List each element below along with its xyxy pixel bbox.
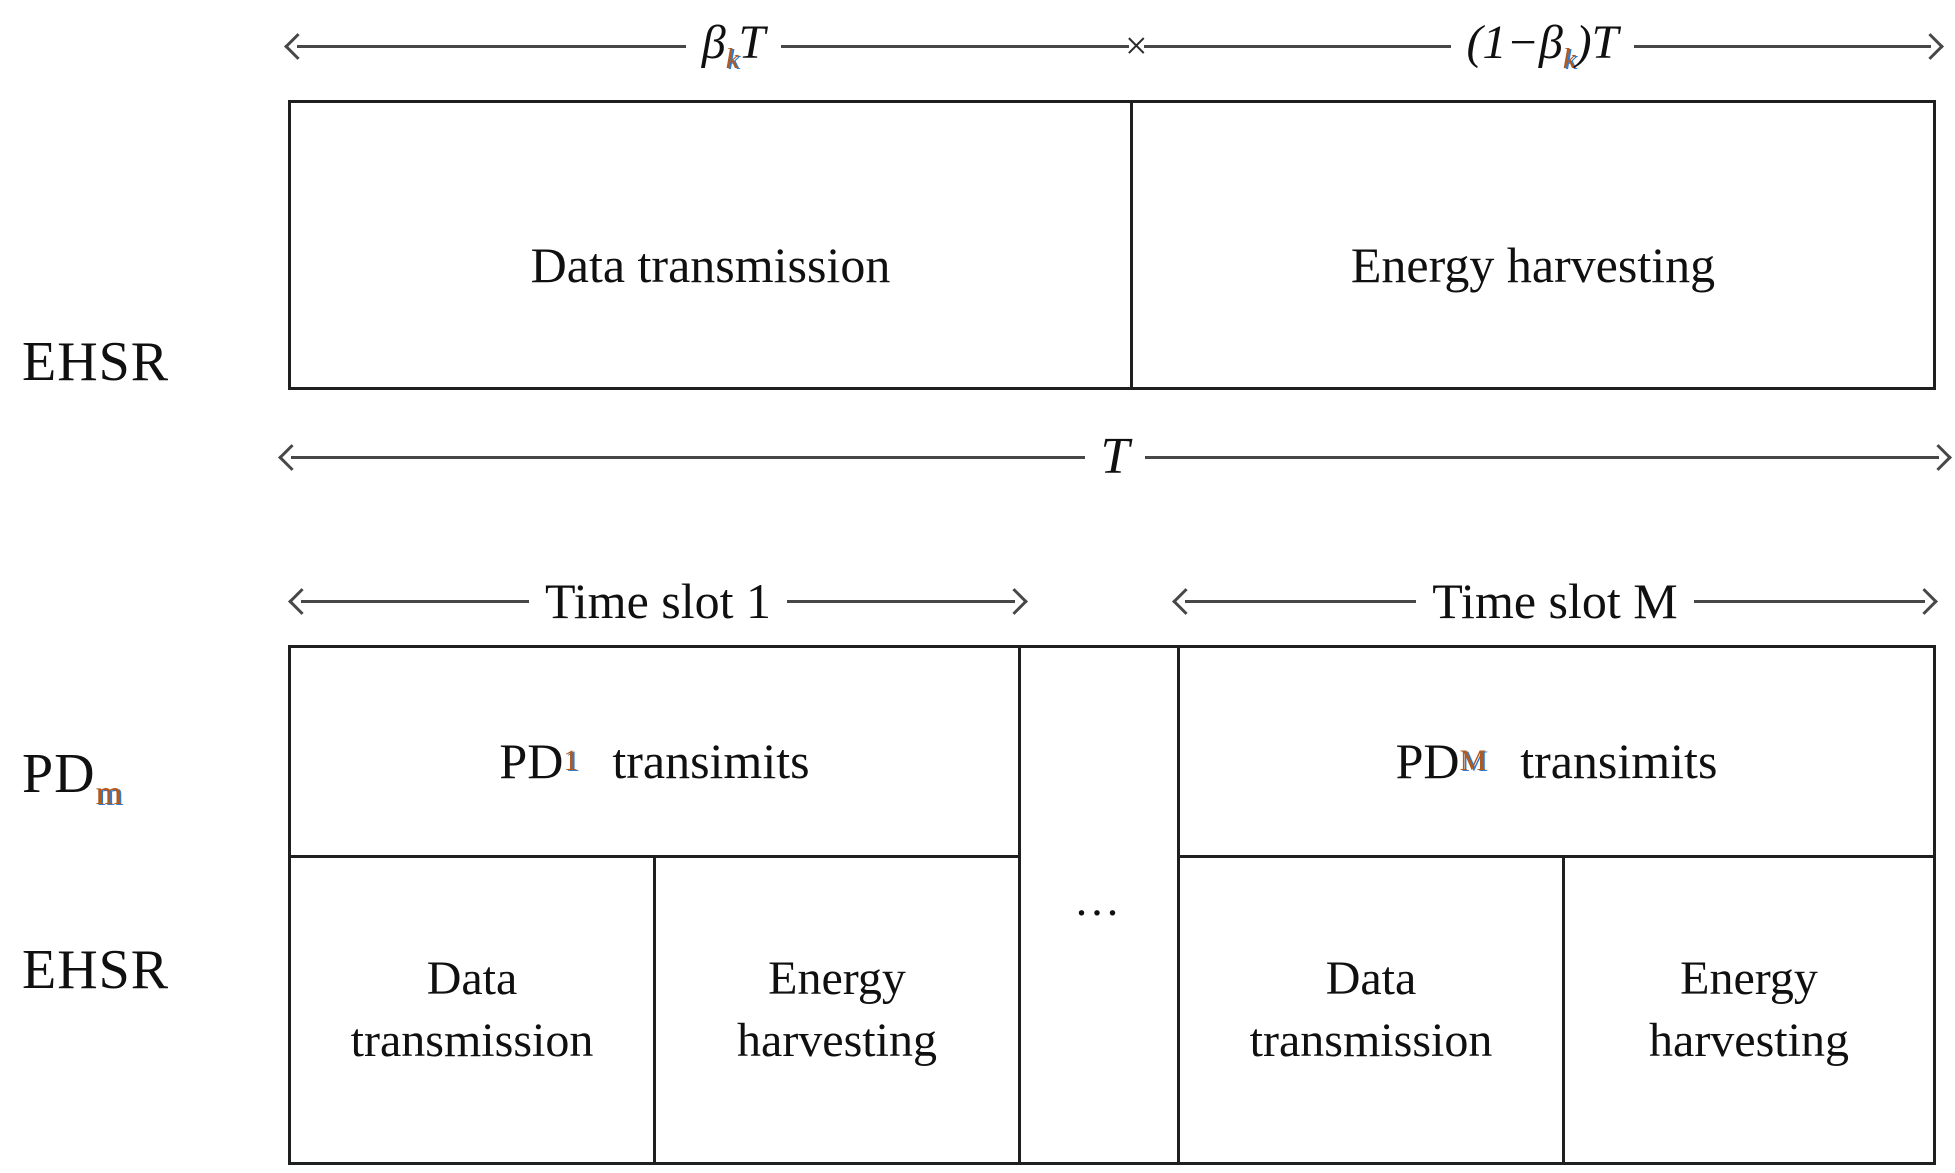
- pd-m-base: PD: [22, 743, 96, 805]
- arrow-line: [1693, 599, 1925, 603]
- pd1-subscript: 1: [563, 743, 579, 777]
- time-slot-1-label: Time slot 1: [545, 573, 772, 629]
- beta-symbol: β: [1538, 15, 1563, 69]
- arrow-line: [301, 599, 529, 603]
- junction-cross-icon: ×: [1125, 23, 1148, 68]
- ehsr-top-label: EHSR: [22, 331, 170, 393]
- arrow-line: [1143, 44, 1451, 48]
- arrowhead-left-icon: [278, 443, 305, 471]
- cell-line-2: harvesting: [737, 1014, 937, 1067]
- pd1-base: PD: [499, 732, 564, 789]
- ellipsis: ...: [1075, 874, 1123, 925]
- arrowhead-left-icon: [1172, 587, 1199, 615]
- ehsr-bottom-label: EHSR: [22, 939, 170, 1001]
- arrow-line: [1145, 455, 1940, 459]
- cell-line-2: transmission: [350, 1014, 594, 1067]
- total-t-label: T: [1100, 428, 1130, 485]
- time-slot-1-arrow: Time slot 1: [288, 572, 1028, 630]
- beta-subscript: k: [1562, 42, 1576, 75]
- pdm-verb: transimits: [1520, 732, 1718, 789]
- t-symbol: T: [738, 15, 766, 69]
- pd1-verb: transimits: [612, 732, 810, 789]
- one-minus-beta-t-label: (1−βk)T: [1451, 15, 1635, 75]
- beta-symbol: β: [701, 15, 726, 69]
- ehsr-energy-harvesting-cell: Energy harvesting: [1350, 237, 1716, 293]
- pdm-base: PD: [1395, 732, 1460, 789]
- cell-line-1: Data: [426, 951, 518, 1005]
- close-paren-t: )T: [1575, 15, 1619, 69]
- ellipsis-column: ...: [1018, 648, 1180, 1162]
- time-slot-m-label: Time slot M: [1432, 573, 1678, 629]
- ehsr-frame-box: Data transmission Energy harvesting: [288, 100, 1936, 390]
- pd-m-label: PDm: [22, 742, 123, 813]
- arrow-line: [781, 44, 1130, 48]
- time-slot-m-arrow: Time slot M: [1172, 572, 1938, 630]
- arrow-line: [1185, 599, 1417, 603]
- arrow-line: [297, 44, 686, 48]
- arrowhead-right-icon: [1911, 587, 1938, 615]
- slot-m-ehsr-row: Data transmission Energy harvesting: [1180, 858, 1933, 1162]
- pd-m-subscript: m: [95, 774, 123, 812]
- cell-line-1: Energy: [768, 951, 906, 1005]
- arrow-line: [1634, 44, 1932, 48]
- slotm-data-transmission-cell: Data transmission: [1180, 858, 1565, 1162]
- cell-line-1: Energy: [1680, 951, 1818, 1005]
- open-paren: (1−: [1466, 15, 1539, 69]
- arrowhead-left-icon: [288, 587, 315, 615]
- top-duration-arrows: βkT × (1−βk)T: [284, 15, 1944, 75]
- ehsr-data-transmission-cell: Data transmission: [291, 103, 1133, 387]
- total-period-arrow: T: [278, 428, 1952, 486]
- arrowhead-right-icon: [1925, 443, 1952, 471]
- pdm-subscript: M: [1459, 743, 1487, 777]
- slot-1-ehsr-row: Data transmission Energy harvesting: [291, 858, 1018, 1162]
- arrowhead-right-icon: [1917, 32, 1944, 60]
- arrowhead-left-icon: [284, 32, 311, 60]
- arrowhead-right-icon: [1001, 587, 1028, 615]
- arrow-line: [787, 599, 1016, 603]
- slot1-energy-harvesting-cell: Energy harvesting: [656, 858, 1018, 1162]
- slot1-data-transmission-cell: Data transmission: [291, 858, 656, 1162]
- slotm-energy-harvesting-cell: Energy harvesting: [1565, 858, 1933, 1162]
- cell-line-2: harvesting: [1649, 1014, 1849, 1067]
- beta-t-label: βkT: [686, 15, 781, 75]
- cell-line-1: Data: [1325, 951, 1417, 1005]
- beta-subscript: k: [725, 42, 739, 75]
- arrow-line: [291, 455, 1085, 459]
- cell-line-2: transmission: [1249, 1014, 1493, 1067]
